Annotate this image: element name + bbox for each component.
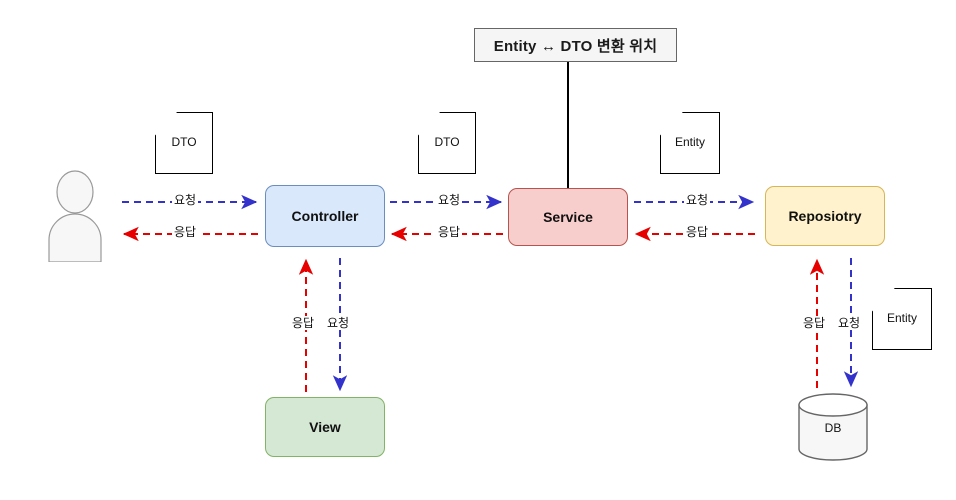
node-controller-label: Controller — [291, 208, 359, 224]
note-dto-controller: DTO — [418, 112, 476, 174]
edge-label-controller-to-view: 요청 — [327, 316, 350, 330]
node-view[interactable]: View — [265, 397, 385, 457]
actor-user — [40, 170, 110, 263]
note-entity-db-label: Entity — [886, 311, 917, 325]
edge-label-user-to-controller: 요청 — [172, 193, 199, 207]
note-entity-db: Entity — [872, 288, 932, 350]
note-entity-service: Entity — [660, 112, 720, 174]
node-database[interactable]: DB — [797, 393, 869, 461]
node-view-label: View — [309, 419, 341, 435]
note-dto-controller-label: DTO — [434, 135, 460, 149]
node-repository[interactable]: Reposiotry — [765, 186, 885, 246]
node-service[interactable]: Service — [508, 188, 628, 246]
edge-label-service-to-repository: 요청 — [684, 193, 711, 207]
edge-label-controller-to-service: 요청 — [436, 193, 463, 207]
edge-label-repository-to-service: 응답 — [684, 225, 711, 239]
database-icon — [798, 393, 868, 461]
title-box-label: Entity ↔ DTO 변환 위치 — [493, 37, 658, 55]
edge-label-controller-to-user: 응답 — [172, 225, 199, 239]
user-icon — [48, 170, 102, 263]
edge-label-repository-to-db: 요청 — [838, 316, 861, 330]
edge-label-view-to-controller: 응답 — [292, 316, 315, 330]
node-repository-label: Reposiotry — [788, 208, 862, 224]
node-service-label: Service — [543, 209, 593, 225]
edge-label-service-to-controller: 응답 — [436, 225, 463, 239]
title-box: Entity ↔ DTO 변환 위치 — [474, 28, 677, 62]
title-to-service-connector — [567, 62, 569, 190]
note-dto-user-label: DTO — [171, 135, 197, 149]
node-controller[interactable]: Controller — [265, 185, 385, 247]
note-dto-user: DTO — [155, 112, 213, 174]
edge-label-db-to-repository: 응답 — [803, 316, 826, 330]
note-entity-service-label: Entity — [674, 135, 705, 149]
